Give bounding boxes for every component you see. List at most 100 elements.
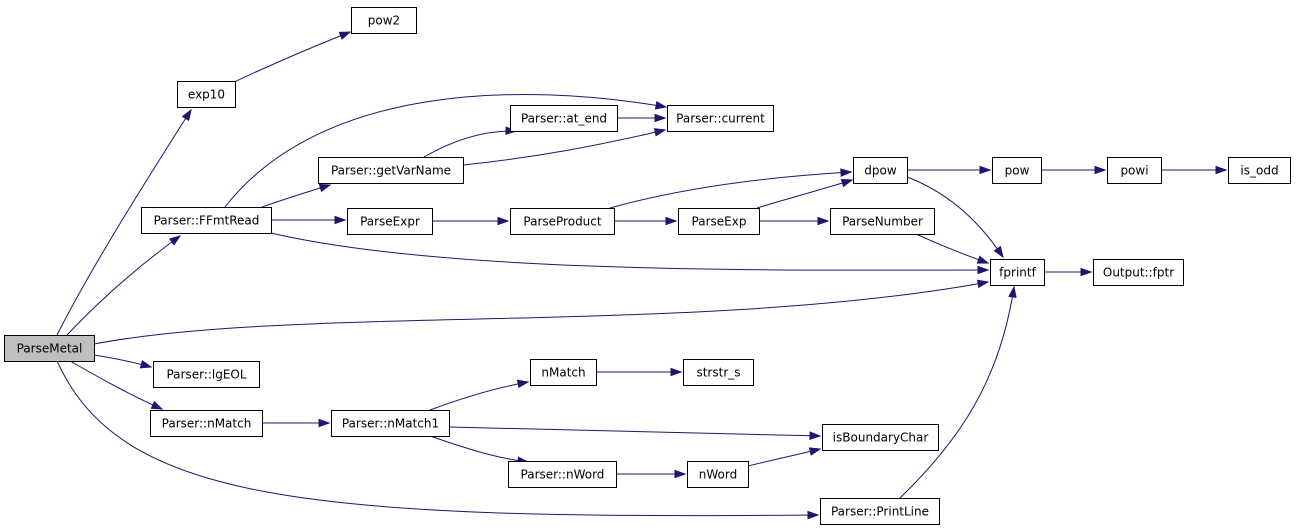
node-box <box>678 208 760 235</box>
edge-line <box>609 171 852 209</box>
edge-line <box>69 360 163 410</box>
node-at_end[interactable]: Parser::at_end <box>510 105 618 132</box>
edge-nMatch1-to-nMatch <box>429 379 530 411</box>
node-label: fprintf <box>999 266 1036 280</box>
arrowhead-icon <box>976 279 990 289</box>
node-nword[interactable]: nWord <box>687 461 749 488</box>
node-is_odd[interactable]: is_odd <box>1228 157 1291 184</box>
arrowhead-icon <box>809 431 822 440</box>
call-graph-edges <box>56 31 1228 520</box>
edge-dpow-to-fprintf <box>906 176 1004 259</box>
node-getvarname[interactable]: Parser::getVarName <box>318 157 464 184</box>
node-box <box>141 207 272 234</box>
arrowhead-icon <box>674 469 687 479</box>
node-box <box>683 359 754 386</box>
edge-at_end-to-current <box>617 113 667 123</box>
arrowhead-icon <box>808 447 822 456</box>
node-box <box>4 335 95 362</box>
node-pow[interactable]: pow <box>992 157 1042 184</box>
node-powi[interactable]: powi <box>1107 157 1162 184</box>
node-printline[interactable]: Parser::PrintLine <box>820 498 940 525</box>
node-label: ParseMetal <box>17 342 83 356</box>
node-parseproduct[interactable]: ParseProduct <box>510 208 615 235</box>
edge-line <box>462 129 666 166</box>
node-nmatch[interactable]: nMatch <box>530 359 597 386</box>
edge-ParseExpr-to-ParseProduct <box>432 216 510 226</box>
edge-line <box>429 381 529 411</box>
node-current[interactable]: Parser::current <box>667 105 774 132</box>
arrowhead-icon <box>516 379 530 389</box>
node-label: Parser::nMatch1 <box>342 417 439 431</box>
edge-dpow-to-pow <box>907 165 992 175</box>
node-box <box>530 359 597 386</box>
arrowhead-icon <box>334 215 347 225</box>
node-label: nMatch <box>541 366 585 380</box>
node-box <box>820 498 940 525</box>
edge-FFmtRead-to-getVarName <box>261 183 332 208</box>
arrowhead-icon <box>654 100 668 110</box>
arrowhead-icon <box>817 216 830 226</box>
edge-ParseMetal-to-exp10 <box>56 108 192 336</box>
node-fprintf[interactable]: fprintf <box>990 259 1045 286</box>
edge-line <box>429 435 529 463</box>
node-box <box>351 7 417 34</box>
node-label: Parser::FFmtRead <box>154 214 260 228</box>
node-strstr_s[interactable]: strstr_s <box>683 359 754 386</box>
edge-line <box>915 233 989 264</box>
node-pow2[interactable]: pow2 <box>351 7 417 34</box>
arrowhead-icon <box>150 400 164 410</box>
node-label: ParseProduct <box>523 215 601 229</box>
edge-fprintf-to-fptr <box>1044 267 1093 277</box>
edge-nMatch-to-strstr_s <box>596 367 683 377</box>
edge-ParseProduct-to-ParseExp <box>614 216 678 226</box>
node-nmatchp[interactable]: Parser::nMatch <box>150 410 263 437</box>
edge-line <box>93 281 989 345</box>
node-ffmtread[interactable]: Parser::FFmtRead <box>141 207 272 234</box>
edge-ParseMetal-to-nMatchP <box>69 360 164 410</box>
edge-ParseNumber-to-fprintf <box>915 233 990 264</box>
edge-line <box>899 286 1015 499</box>
node-fptr[interactable]: Output::fptr <box>1093 259 1184 286</box>
node-label: Output::fptr <box>1103 266 1174 280</box>
edge-ParseMetal-to-lgEOL <box>93 354 153 369</box>
edge-nMatchP-to-nMatch1 <box>262 418 331 428</box>
node-label: dpow <box>864 164 897 178</box>
edge-line <box>747 448 821 467</box>
node-dpow[interactable]: dpow <box>853 157 908 184</box>
node-box <box>990 259 1045 286</box>
node-parseexp[interactable]: ParseExp <box>678 208 760 235</box>
node-label: Parser::lgEOL <box>166 368 246 382</box>
node-box <box>822 424 939 451</box>
arrowhead-icon <box>1080 267 1093 277</box>
node-isboundarychar[interactable]: isBoundaryChar <box>822 424 939 451</box>
arrowhead-icon <box>840 179 854 188</box>
arrowhead-icon <box>497 216 510 226</box>
node-label: Parser::at_end <box>521 112 607 126</box>
node-parseexpr[interactable]: ParseExpr <box>347 208 433 235</box>
node-box <box>510 105 618 132</box>
node-box <box>1107 157 1162 184</box>
node-label: ParseExpr <box>360 215 420 229</box>
node-label: is_odd <box>1240 164 1278 178</box>
node-box <box>1093 259 1184 286</box>
node-nwordp[interactable]: Parser::nWord <box>508 461 617 488</box>
edge-powi-to-is_odd <box>1161 165 1228 175</box>
node-box <box>508 461 617 488</box>
edge-FFmtRead-to-fprintf <box>270 232 990 275</box>
node-label: Parser::nWord <box>521 468 605 482</box>
edge-line <box>66 235 181 336</box>
arrowhead-icon <box>1094 165 1107 175</box>
edge-getVarName-to-current <box>462 128 667 166</box>
node-nmatch1[interactable]: Parser::nMatch1 <box>331 410 450 437</box>
node-exp10[interactable]: exp10 <box>177 81 236 108</box>
arrowhead-icon <box>840 168 853 177</box>
arrowhead-icon <box>665 216 678 226</box>
node-lgeol[interactable]: Parser::lgEOL <box>153 361 260 388</box>
node-box <box>153 361 260 388</box>
node-box <box>667 105 774 132</box>
arrowhead-icon <box>670 367 683 377</box>
arrowhead-icon <box>977 265 990 275</box>
node-parsemetal[interactable]: ParseMetal <box>4 335 95 362</box>
node-label: pow <box>1005 164 1030 178</box>
node-parsenumber[interactable]: ParseNumber <box>830 208 935 235</box>
